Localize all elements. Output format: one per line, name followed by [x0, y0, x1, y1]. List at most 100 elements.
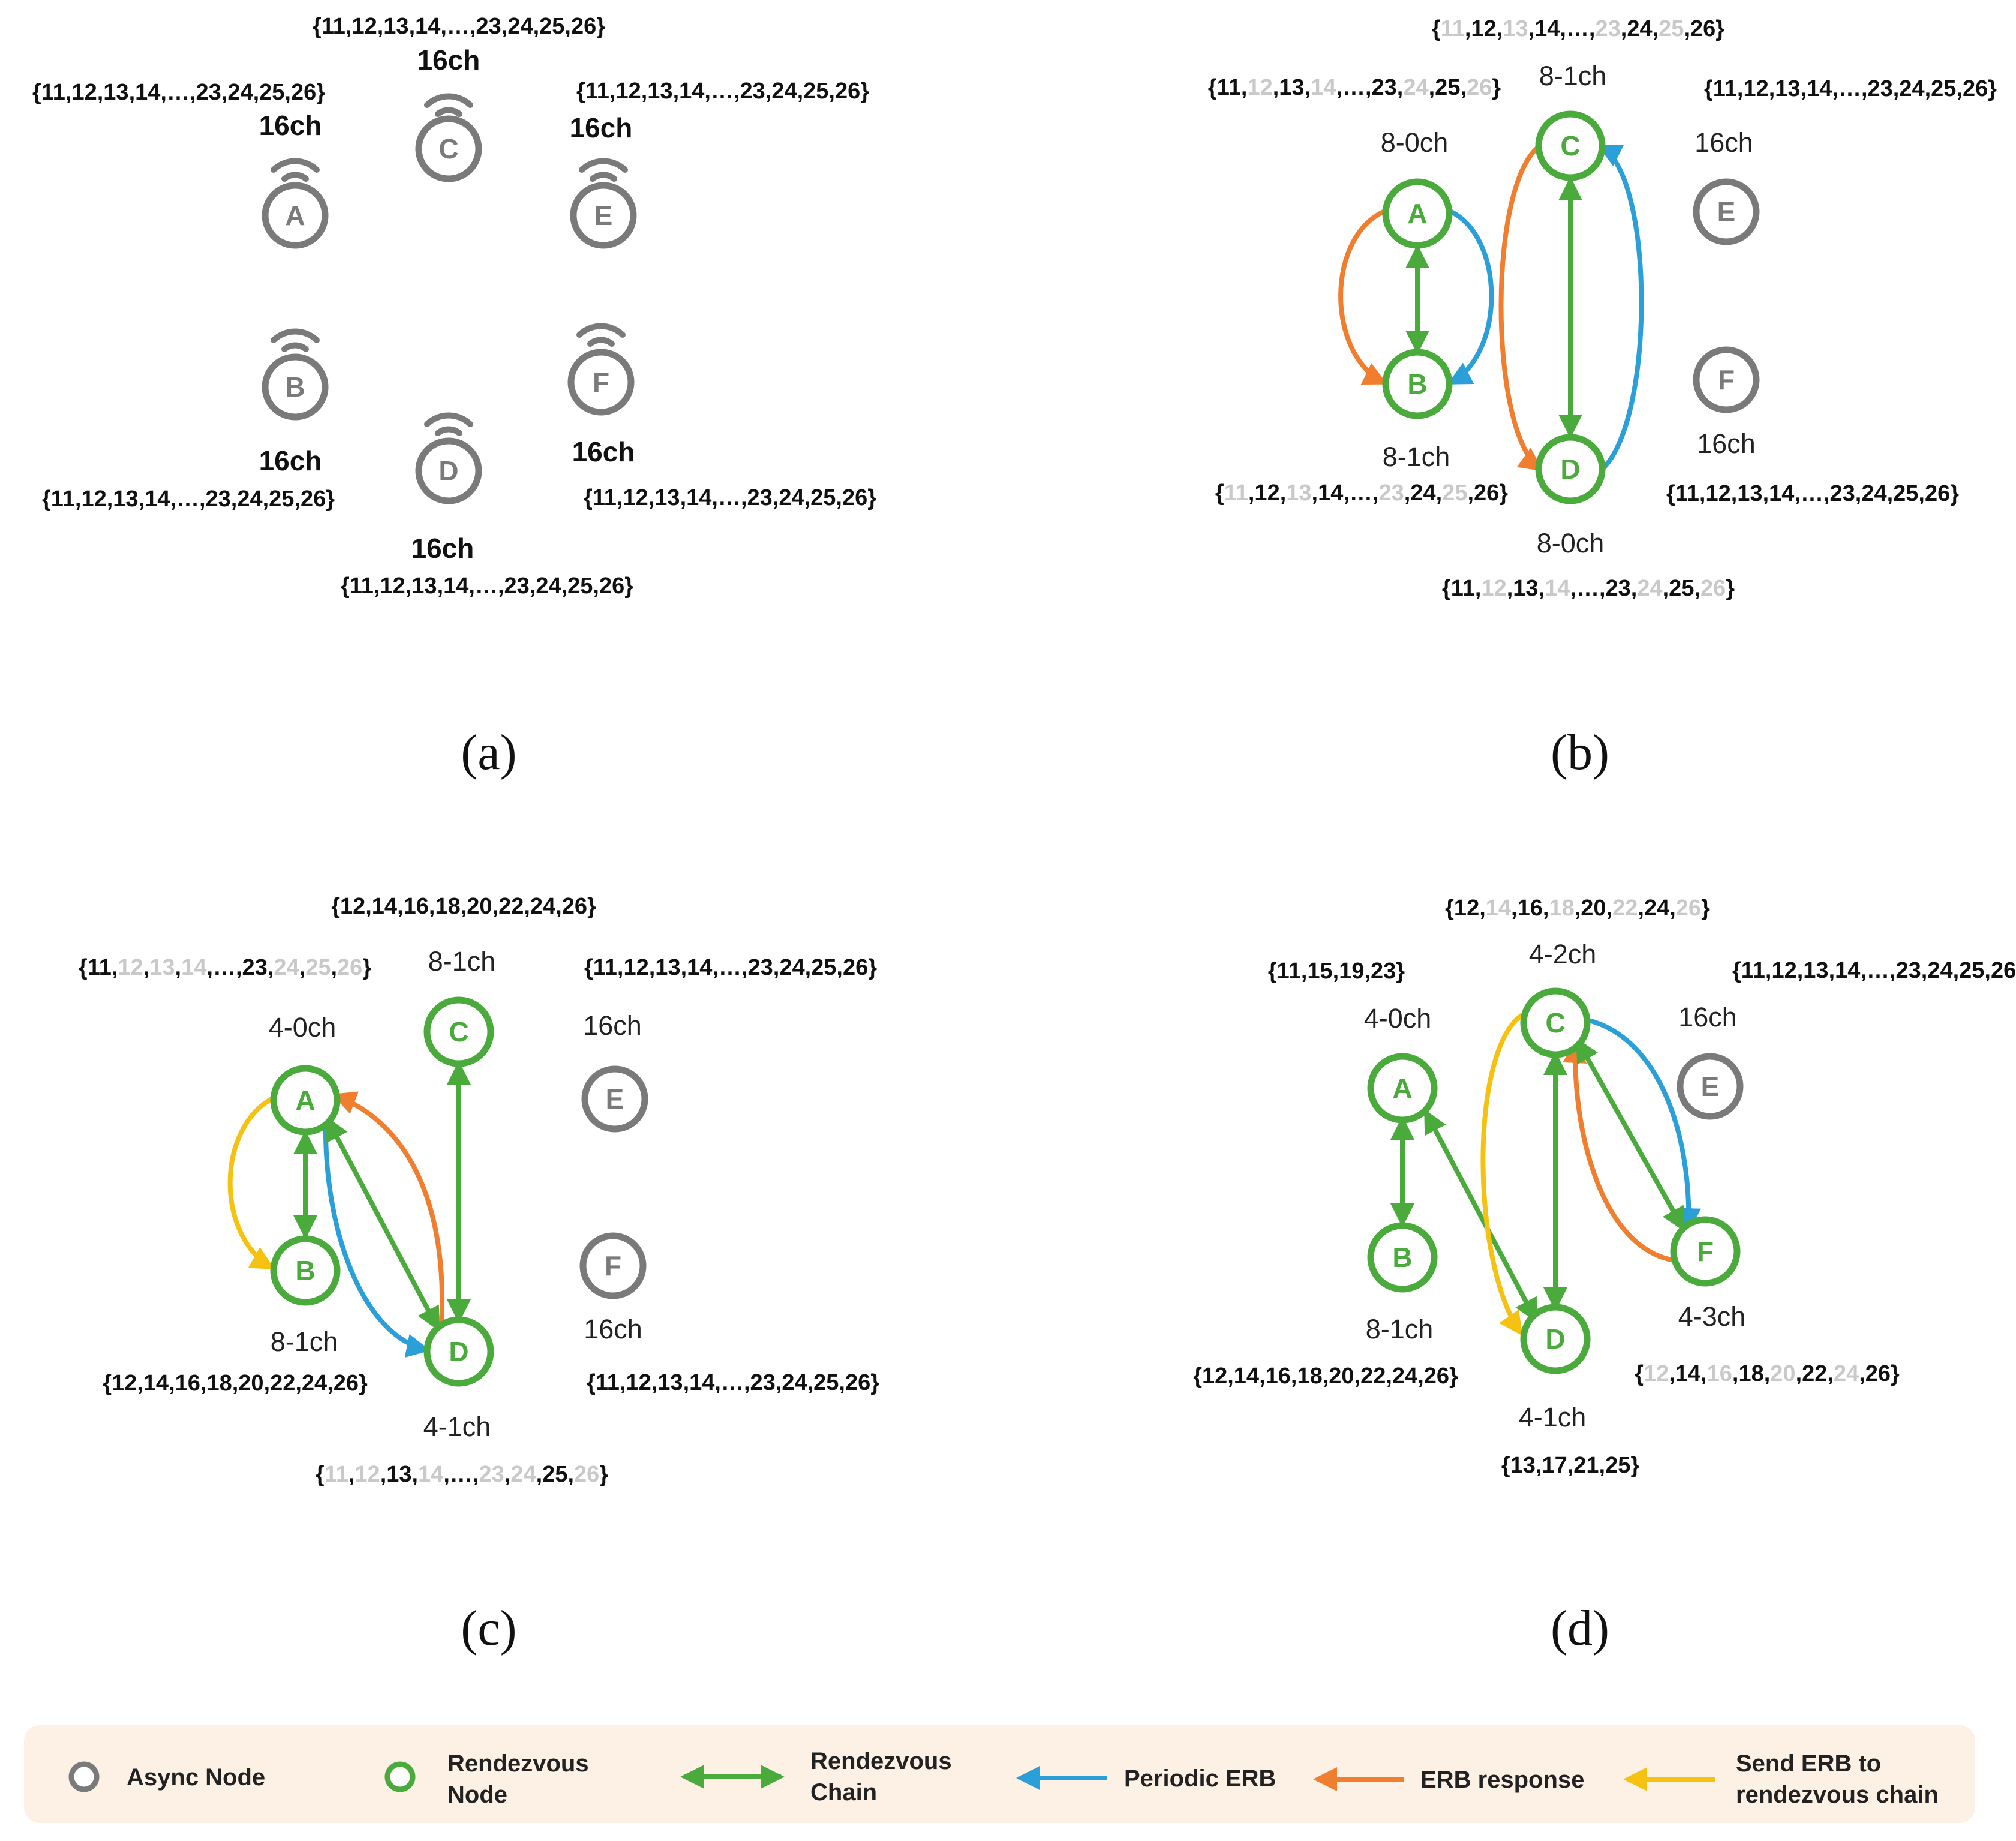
async-node-a: A [262, 158, 329, 249]
channel-text: ,26} [1467, 480, 1508, 506]
panel-b-node-d-channels: {11,12,13,14,…,23,24,25,26} [1442, 576, 1735, 601]
node-label: E [1717, 196, 1736, 227]
panel-a: {11,12,13,14,…,23,24,25,26} 16ch C {11,1… [32, 14, 876, 780]
disabled-channel: 25 [1442, 480, 1467, 506]
channel-text: } [1492, 75, 1501, 100]
channel-text: ,13, [1273, 75, 1311, 100]
panel-d-node-b-channels: {12,14,16,18,20,22,24,26} [1193, 1364, 1458, 1389]
channel-text: {12, [1445, 896, 1486, 921]
panel-b-node-e-count: 16ch [1694, 127, 1753, 158]
node-label: C [449, 1016, 468, 1047]
legend-erb-response: ERB response [1313, 1767, 1584, 1793]
async-node-e: E [1693, 178, 1760, 245]
channel-text: ,24, [1621, 16, 1659, 41]
disabled-channel: 18 [1549, 896, 1574, 921]
disabled-channel: 12 [1644, 1361, 1669, 1386]
node-label: E [594, 200, 613, 231]
panel-b-node-f-count: 16ch [1697, 428, 1756, 459]
channel-text: { [316, 1462, 325, 1487]
disabled-channel: 22 [1612, 896, 1638, 921]
legend-label: Rendezvous [447, 1750, 589, 1777]
channel-text: ,16, [1511, 896, 1549, 921]
panel-c-node-a-channels: {11,12,13,14,…,23,24,25,26} [79, 955, 371, 980]
panel-a-node-c-count: 16ch [417, 44, 480, 76]
channel-text: ,13, [1507, 576, 1545, 601]
node-label: C [438, 133, 458, 164]
disabled-channel: 24 [510, 1462, 536, 1487]
node-label: E [1701, 1071, 1720, 1102]
panel-b-node-c-channels: {11,12,13,14,…,23,24,25,26} [1432, 16, 1724, 41]
panel-a-node-f-channels: {11,12,13,14,…,23,24,25,26} [584, 485, 876, 510]
rendezvous-chain-arrow [1575, 1037, 1685, 1232]
node-label: A [1407, 198, 1427, 229]
channel-text: } [1701, 896, 1710, 921]
panel-a-node-c-channels: {11,12,13,14,…,23,24,25,26} [313, 14, 605, 39]
panel-a-node-b-count: 16ch [259, 445, 322, 476]
panel-c-node-f-channels: {11,12,13,14,…,23,24,25,26} [587, 1370, 879, 1395]
rendezvous-node-d: D [1520, 1304, 1591, 1374]
panel-a-node-a-count: 16ch [259, 110, 322, 141]
rendezvous-node-b: B [270, 1235, 341, 1306]
panel-d-node-f-channels: {12,14,16,18,20,22,24,26} [1635, 1361, 1900, 1386]
node-label: F [1697, 1236, 1714, 1267]
panel-c-node-a-count: 4-0ch [269, 1012, 336, 1043]
panel-a-node-e-count: 16ch [570, 112, 633, 143]
node-label: C [1560, 130, 1580, 161]
panel-c-caption: (c) [461, 1600, 516, 1656]
disabled-channel: 11 [1441, 16, 1465, 41]
channel-text: ,25, [1429, 75, 1467, 100]
legend-label: Node [447, 1782, 507, 1808]
panel-c-node-c-count: 8-1ch [428, 946, 496, 977]
panel-d-node-a-channels: {11,15,19,23} [1268, 959, 1405, 984]
panel-b-node-a-count: 8-0ch [1381, 127, 1449, 158]
disabled-channel: 26 [1676, 896, 1701, 921]
async-node-c: C [415, 93, 482, 182]
disabled-channel: 24 [274, 955, 299, 980]
channel-text: ,22, [1796, 1361, 1834, 1386]
panel-a-node-d-channels: {11,12,13,14,…,23,24,25,26} [341, 573, 633, 599]
wifi-icon [424, 412, 473, 436]
wifi-icon [271, 158, 320, 182]
disabled-channel: 14 [1486, 896, 1511, 921]
disabled-channel: 20 [1770, 1361, 1795, 1386]
disabled-channel: 12 [354, 1462, 380, 1487]
rendezvous-node-d: D [1535, 434, 1606, 504]
legend-label: Rendezvous [810, 1748, 952, 1774]
async-node-b: B [262, 328, 329, 421]
send-erb-arrow [227, 1095, 275, 1270]
erb-response-arrow [1338, 208, 1389, 385]
channel-text: ,24, [1638, 896, 1675, 921]
disabled-channel: 13 [149, 955, 175, 980]
erb-response-arrow [1498, 142, 1545, 471]
disabled-channel: 25 [305, 955, 331, 980]
legend-rendezvous-node: Rendezvous Node [384, 1750, 589, 1808]
node-label: D [438, 455, 458, 486]
wifi-icon [271, 328, 320, 352]
panel-d-node-e-channels: {11,12,13,14,…,23,24,25,26} [1732, 958, 2016, 983]
panel-d: {12,14,16,18,20,22,24,26} 4-2ch C {11,15… [1193, 896, 2016, 1656]
node-label: F [605, 1250, 621, 1281]
channel-text: ,18, [1732, 1361, 1770, 1386]
rendezvous-node-c: C [1535, 110, 1606, 181]
rendezvous-node-f: F [1670, 1216, 1741, 1287]
channel-text: ,…,23, [1336, 75, 1403, 100]
legend-label: Periodic ERB [1124, 1765, 1276, 1792]
node-label: D [1560, 454, 1580, 485]
node-label: B [1392, 1242, 1412, 1273]
channel-text: { [1432, 16, 1441, 41]
panel-d-node-f-count: 4-3ch [1678, 1301, 1746, 1332]
panel-b-node-b-count: 8-1ch [1383, 442, 1450, 472]
legend-label: Send ERB to [1736, 1750, 1881, 1777]
rendezvous-node-c: C [1520, 987, 1591, 1058]
legend-label: rendezvous chain [1736, 1782, 1939, 1808]
legend-background [24, 1725, 1975, 1823]
panel-d-node-d-channels: {13,17,21,25} [1501, 1453, 1640, 1478]
channel-text: } [1726, 576, 1735, 601]
channel-text: , [504, 1462, 511, 1487]
panel-c-node-c-channels: {12,14,16,18,20,22,24,26} [331, 894, 596, 919]
send-erb-arrow [1480, 1010, 1528, 1336]
node-label: B [1407, 368, 1427, 400]
disabled-channel: 24 [1637, 576, 1662, 601]
disabled-channel: 12 [1481, 576, 1506, 601]
disabled-channel: 14 [1545, 576, 1570, 601]
